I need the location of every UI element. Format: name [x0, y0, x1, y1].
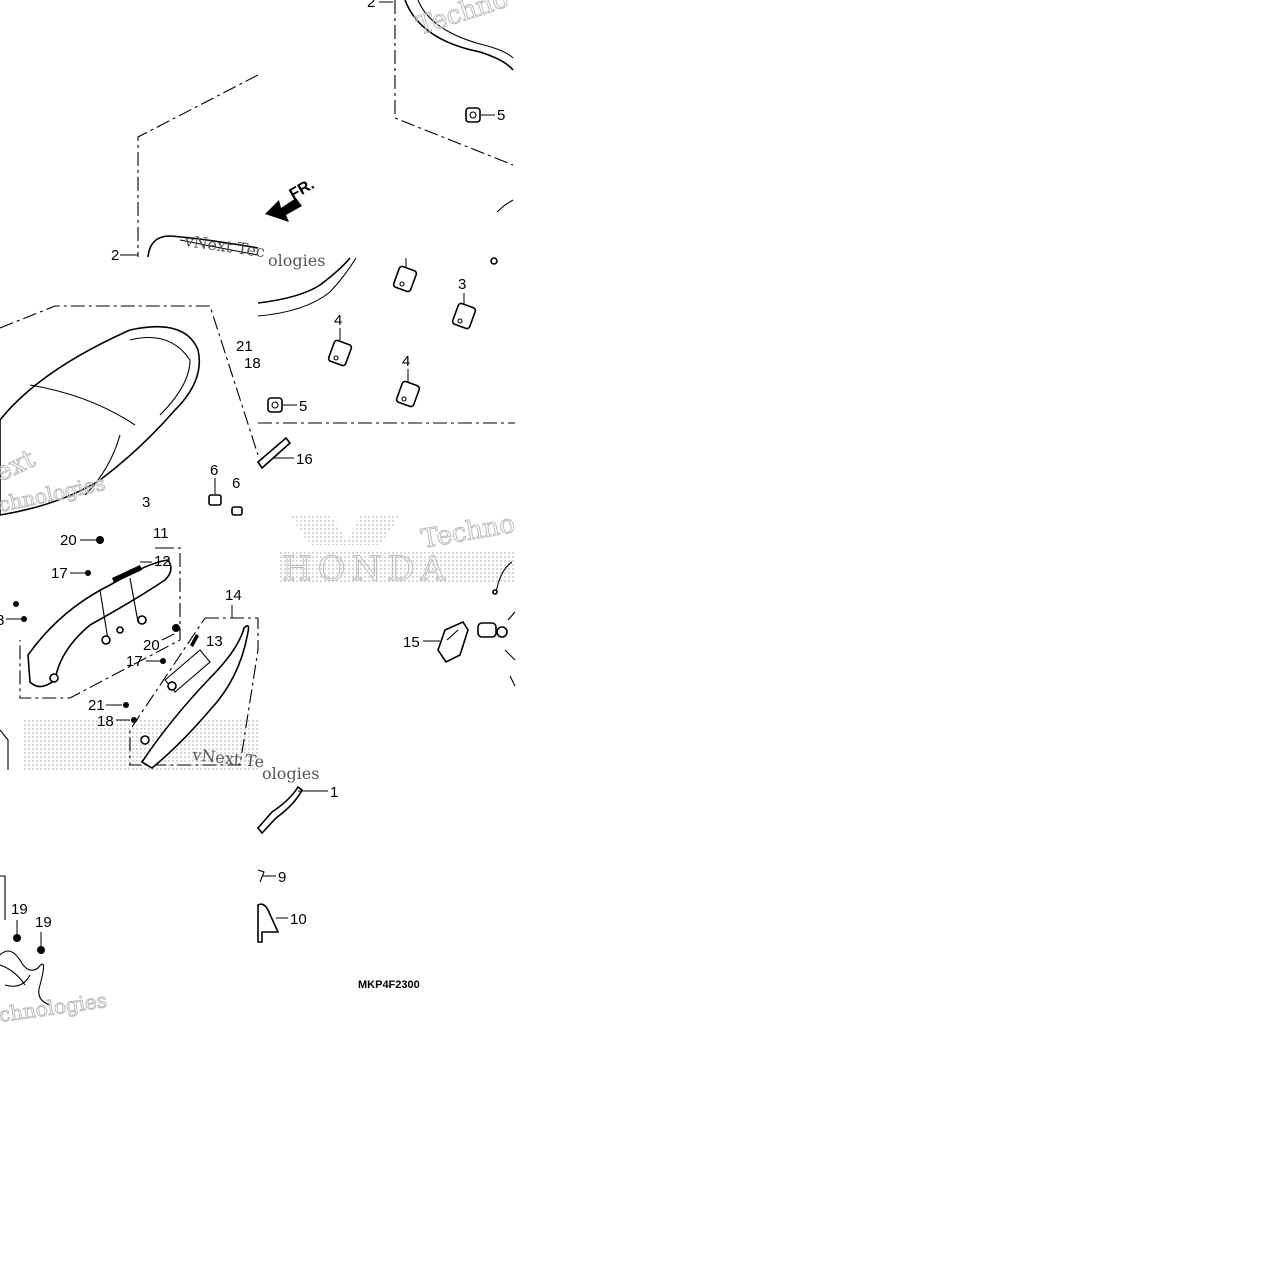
screw-17-left — [85, 570, 91, 576]
top-center-tile: 2 5 — [367, 0, 514, 213]
diagram-code: MKP4F2300 — [358, 979, 420, 991]
nut-6-a — [208, 494, 222, 506]
rubber-4-left — [327, 339, 353, 367]
callout-1: 1 — [330, 784, 338, 801]
callout-6-b: 6 — [232, 475, 240, 492]
grab-rail-tile: 20 11 12 17 8 14 20 13 17 21 18 — [0, 525, 259, 770]
grab-rail-right — [140, 624, 250, 769]
rubber-grommet-5-lower — [267, 397, 283, 413]
cable-tile: 1 9 10 — [256, 784, 338, 943]
callout-21-upper: 21 — [236, 338, 253, 355]
main-seat-outline-box — [0, 305, 259, 456]
callout-18-lower: 18 — [97, 713, 114, 730]
bolt-19-left — [13, 934, 21, 942]
bolt-20-right — [172, 624, 180, 632]
seat-cable-1 — [256, 785, 304, 835]
main-seat-tile: 6 6 3 21 18 — [0, 305, 261, 516]
callout-2-lower: 2 — [111, 247, 119, 264]
nut-6-b — [231, 506, 243, 516]
rubber-grommet-5-upper — [465, 107, 481, 123]
rear-seat-outline-box — [137, 74, 259, 257]
callout-18-upper: 18 — [244, 355, 261, 372]
screw-17-right — [160, 658, 166, 664]
callout-20-left: 20 — [60, 532, 77, 549]
washer-18-lower — [131, 717, 137, 723]
seat-lock-tile: HONDA 15 — [280, 515, 516, 687]
bolt-21-lower — [123, 702, 129, 708]
callout-20-right: 20 — [143, 637, 160, 654]
callout-4-right: 4 — [402, 353, 410, 370]
callout-4-left: 4 — [334, 312, 342, 329]
callout-2-upper: 2 — [367, 0, 375, 11]
callout-5-lower: 5 — [299, 398, 307, 415]
clip-9 — [257, 869, 265, 883]
cover-strip-12 — [112, 565, 142, 583]
honda-logo-watermark-left — [22, 720, 258, 770]
main-seat — [0, 325, 201, 516]
callout-8: 8 — [0, 612, 4, 629]
rubber-4-right — [395, 380, 421, 408]
callout-13: 13 — [206, 633, 223, 650]
fr-arrow-icon: FR. — [265, 176, 317, 222]
callout-9: 9 — [278, 869, 286, 886]
wire-harness — [0, 950, 51, 1006]
callout-21-lower: 21 — [88, 697, 105, 714]
watermark-9: ologies — [262, 764, 319, 783]
screw-8 — [13, 601, 19, 607]
seat-outline-box — [394, 0, 514, 166]
watermark-6: Techno — [419, 509, 517, 555]
rubber-4-top — [392, 265, 418, 293]
honda-logo-watermark — [280, 552, 515, 582]
lock-cylinder — [477, 611, 516, 687]
rear-seat-edge — [147, 235, 259, 258]
watermarks: Techno vNext Tec ologies ext chnologies … — [0, 0, 518, 1027]
holder-10 — [257, 903, 280, 943]
grab-rail-left — [27, 559, 172, 688]
direction-mark: FR. — [287, 176, 318, 204]
callout-15: 15 — [403, 634, 420, 651]
pin-13 — [190, 634, 199, 647]
callout-3-rubber: 3 — [458, 276, 466, 293]
callout-6-a: 6 — [210, 462, 218, 479]
callout-3-seat: 3 — [142, 494, 150, 511]
callout-11: 11 — [153, 525, 169, 542]
callout-17-left: 17 — [51, 565, 68, 582]
callout-14: 14 — [225, 587, 242, 604]
seal-strip-16 — [256, 436, 292, 470]
seat-lock-15 — [437, 620, 469, 664]
watermark-honda: HONDA — [282, 549, 451, 589]
bolt-20-left — [96, 536, 104, 544]
seat-rear-edge — [257, 257, 351, 304]
watermark-3: ologies — [268, 251, 325, 270]
callout-19-left: 19 — [11, 901, 28, 918]
watermark-1: Techno — [413, 0, 512, 42]
grab-rail-box-right — [129, 617, 259, 766]
watermark-2: vNext Tec — [182, 231, 266, 261]
rubber-3 — [451, 302, 477, 330]
callout-12: 12 — [154, 553, 171, 570]
rubber-tile: 3 4 4 5 16 — [256, 257, 515, 470]
callout-5-upper: 5 — [497, 107, 505, 124]
callout-10: 10 — [290, 911, 307, 928]
seat-edge-top — [404, 0, 514, 71]
callout-17-right: 17 — [126, 653, 143, 670]
harness-tile: 19 19 — [0, 875, 52, 1006]
bolt-19-right — [37, 946, 45, 954]
watermark-10: chnologies — [0, 988, 108, 1027]
callout-19-right: 19 — [35, 914, 52, 931]
callout-16: 16 — [296, 451, 313, 468]
